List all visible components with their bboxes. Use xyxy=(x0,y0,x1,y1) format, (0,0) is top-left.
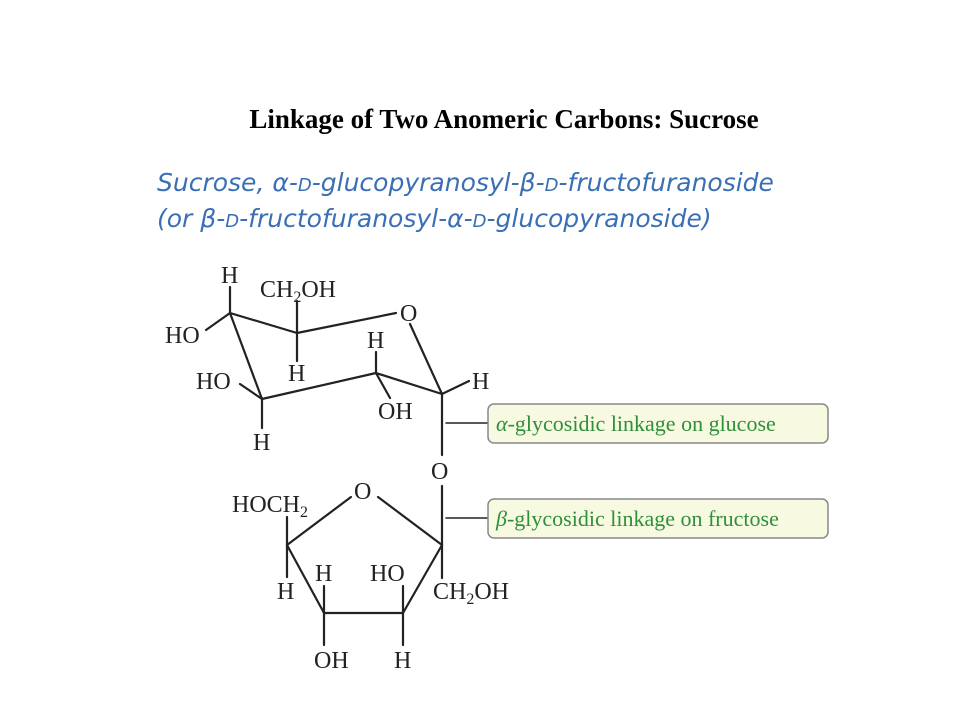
beta-callout-label: β-glycosidic linkage on fructose xyxy=(495,506,779,531)
beta-callout-box xyxy=(487,498,829,539)
glucose-oh-c2: OH xyxy=(378,399,413,425)
fructose-oh-c4: OH xyxy=(314,648,349,674)
bond-c5-o-fructose xyxy=(285,495,353,547)
page-title: Linkage of Two Anomeric Carbons: Sucrose xyxy=(249,104,759,134)
glucose-ho-2: HO xyxy=(196,369,231,395)
glycosidic-oxygen: O xyxy=(431,459,448,485)
bond-c4-c5-fructose xyxy=(285,543,326,615)
bond-c2-c3-fructose xyxy=(401,543,444,615)
fructose-hoch2-label: HOCH2 xyxy=(232,492,308,521)
glucose-ch2oh-label: CH2OH xyxy=(260,277,336,306)
alpha-callout-box xyxy=(487,403,829,444)
fructose-h-c4: H xyxy=(315,561,332,587)
bond-c1-c2-glucose xyxy=(374,371,444,396)
fructose-h-c3: H xyxy=(394,648,411,674)
bond-c2-c3-glucose xyxy=(260,371,378,401)
bond-o-c1-glucose xyxy=(408,322,444,396)
fructose-ch2oh-label: CH2OH xyxy=(433,579,509,608)
glucose-h-c1: H xyxy=(472,369,489,395)
glucose-h-c3: H xyxy=(253,430,270,456)
glucose-h-c4: H xyxy=(288,361,305,387)
glucose-h-c2: H xyxy=(367,328,384,354)
bond-h-c1 xyxy=(440,379,471,396)
glucose-ho-1: HO xyxy=(165,323,200,349)
fructose-ho-c3: HO xyxy=(370,561,405,587)
bond-c4-o-glucose xyxy=(295,311,398,335)
systematic-name-line-1: Sucrose, α-d-glucopyranosyl-β-d-fructofu… xyxy=(157,168,774,197)
bond-oh-c2 xyxy=(374,371,392,400)
glucose-ring-oxygen: O xyxy=(400,301,417,327)
bond-ho-2 xyxy=(238,382,264,401)
alpha-callout-label: α-glycosidic linkage on glucose xyxy=(496,411,776,436)
bond-c5-c4-glucose xyxy=(228,311,299,335)
bond-o-c2-fructose xyxy=(376,495,444,547)
bond-c3-c5-glucose xyxy=(228,311,264,401)
fructose-ring-oxygen: O xyxy=(354,479,371,505)
glucose-h-top: H xyxy=(221,263,238,289)
bonds xyxy=(204,285,489,647)
fructose-h-c5: H xyxy=(277,579,294,605)
systematic-name-line-2: (or β-d-fructofuranosyl-α-d-glucopyranos… xyxy=(157,204,712,233)
bond-ho-1 xyxy=(204,311,232,332)
